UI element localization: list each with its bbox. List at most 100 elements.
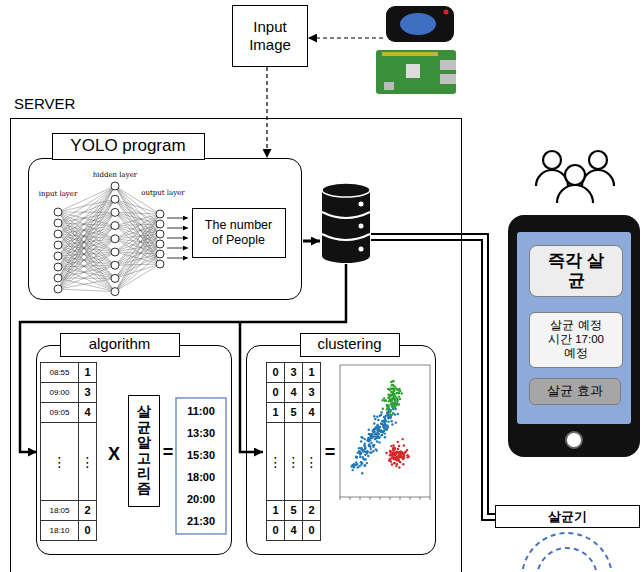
data-point: [360, 440, 362, 442]
data-point: [383, 432, 385, 434]
panel-title: SERVER: [14, 92, 104, 116]
axis-tick: [420, 497, 421, 500]
data-point: [398, 403, 400, 405]
data-point: [370, 448, 372, 450]
scatter-plot: [340, 365, 430, 500]
data-point: [384, 418, 386, 420]
network-link: [58, 252, 115, 289]
operator-symbol: =: [161, 440, 175, 464]
network-link: [58, 252, 115, 278]
data-point: [398, 466, 400, 468]
user-head: [589, 151, 607, 169]
database-dot: [359, 202, 364, 207]
data-point: [380, 429, 382, 431]
neural-network: [54, 182, 188, 296]
data-point: [388, 400, 390, 402]
data-point: [397, 399, 399, 401]
data-point: [406, 449, 408, 451]
data-point: [406, 456, 408, 458]
data-point: [360, 436, 362, 438]
data-point: [398, 388, 400, 390]
data-point: [368, 445, 370, 447]
network-link: [58, 212, 115, 239]
data-point: [391, 394, 393, 396]
algorithm-box: 살균알고리즘: [128, 395, 160, 507]
data-point: [391, 380, 393, 382]
neuron: [54, 208, 62, 216]
network-link: [115, 199, 160, 264]
data-point: [397, 456, 399, 458]
neuron: [54, 241, 62, 249]
table-cell: ⋮: [266, 422, 285, 501]
table-cell: 0: [266, 362, 285, 383]
data-point: [358, 465, 360, 467]
data-point: [391, 399, 393, 401]
schedule-time: 21:30: [178, 511, 224, 531]
data-point: [394, 408, 396, 410]
neuron: [54, 263, 62, 271]
neuron: [111, 208, 119, 216]
output-arrow: [167, 248, 188, 249]
neuron: [111, 222, 119, 230]
flow-arrow: [303, 240, 320, 243]
output-arrow: [167, 218, 188, 219]
app-button: 즉각 살균: [529, 245, 623, 297]
phone-body: [508, 215, 640, 457]
connector: [384, 82, 394, 90]
table-cell: 1: [266, 500, 285, 521]
data-point: [370, 442, 372, 444]
data-point: [384, 400, 386, 402]
network-link: [58, 199, 115, 289]
data-point: [398, 392, 400, 394]
data-point: [395, 465, 397, 467]
data-point: [399, 456, 401, 458]
data-point: [361, 472, 363, 474]
data-point: [373, 422, 375, 424]
output-arrow: [167, 258, 188, 259]
data-point: [371, 433, 373, 435]
neuron: [111, 182, 119, 190]
data-point: [403, 454, 405, 456]
data-point: [369, 439, 371, 441]
network-link: [115, 224, 160, 265]
data-point: [398, 395, 400, 397]
data-point: [365, 451, 367, 453]
data-point: [385, 452, 387, 454]
users-icon: [536, 151, 614, 203]
data-point: [390, 403, 392, 405]
data-point: [369, 451, 371, 453]
layer-label: output layer: [136, 188, 190, 198]
data-wire: [371, 240, 495, 520]
data-point: [382, 426, 384, 428]
network-link: [58, 212, 115, 267]
network-link: [58, 239, 115, 289]
axis-tick: [390, 497, 391, 500]
data-point: [387, 393, 389, 395]
data-point: [385, 429, 387, 431]
table-cell: 2: [302, 500, 321, 521]
data-point: [376, 435, 378, 437]
data-point: [399, 398, 401, 400]
network-link: [58, 186, 115, 278]
table-cell: 4: [284, 382, 303, 403]
data-point: [368, 444, 370, 446]
camera-led: [444, 10, 449, 15]
data-point: [353, 463, 355, 465]
network-link: [58, 186, 115, 267]
yolo-panel: The number of PeopleYOLO program: [28, 158, 302, 300]
network-link: [58, 212, 115, 278]
data-point: [383, 416, 385, 418]
data-point: [397, 458, 399, 460]
data-point: [397, 456, 399, 458]
table-cell: ⋮: [78, 422, 97, 501]
gpio-header: [382, 52, 438, 56]
database-ring: [322, 234, 370, 240]
neuron: [111, 248, 119, 256]
data-point: [387, 407, 389, 409]
data-point: [357, 452, 359, 454]
data-point: [387, 396, 389, 398]
table-cell: 0: [302, 520, 321, 541]
data-point: [380, 422, 382, 424]
data-point: [366, 439, 368, 441]
data-point: [394, 405, 396, 407]
